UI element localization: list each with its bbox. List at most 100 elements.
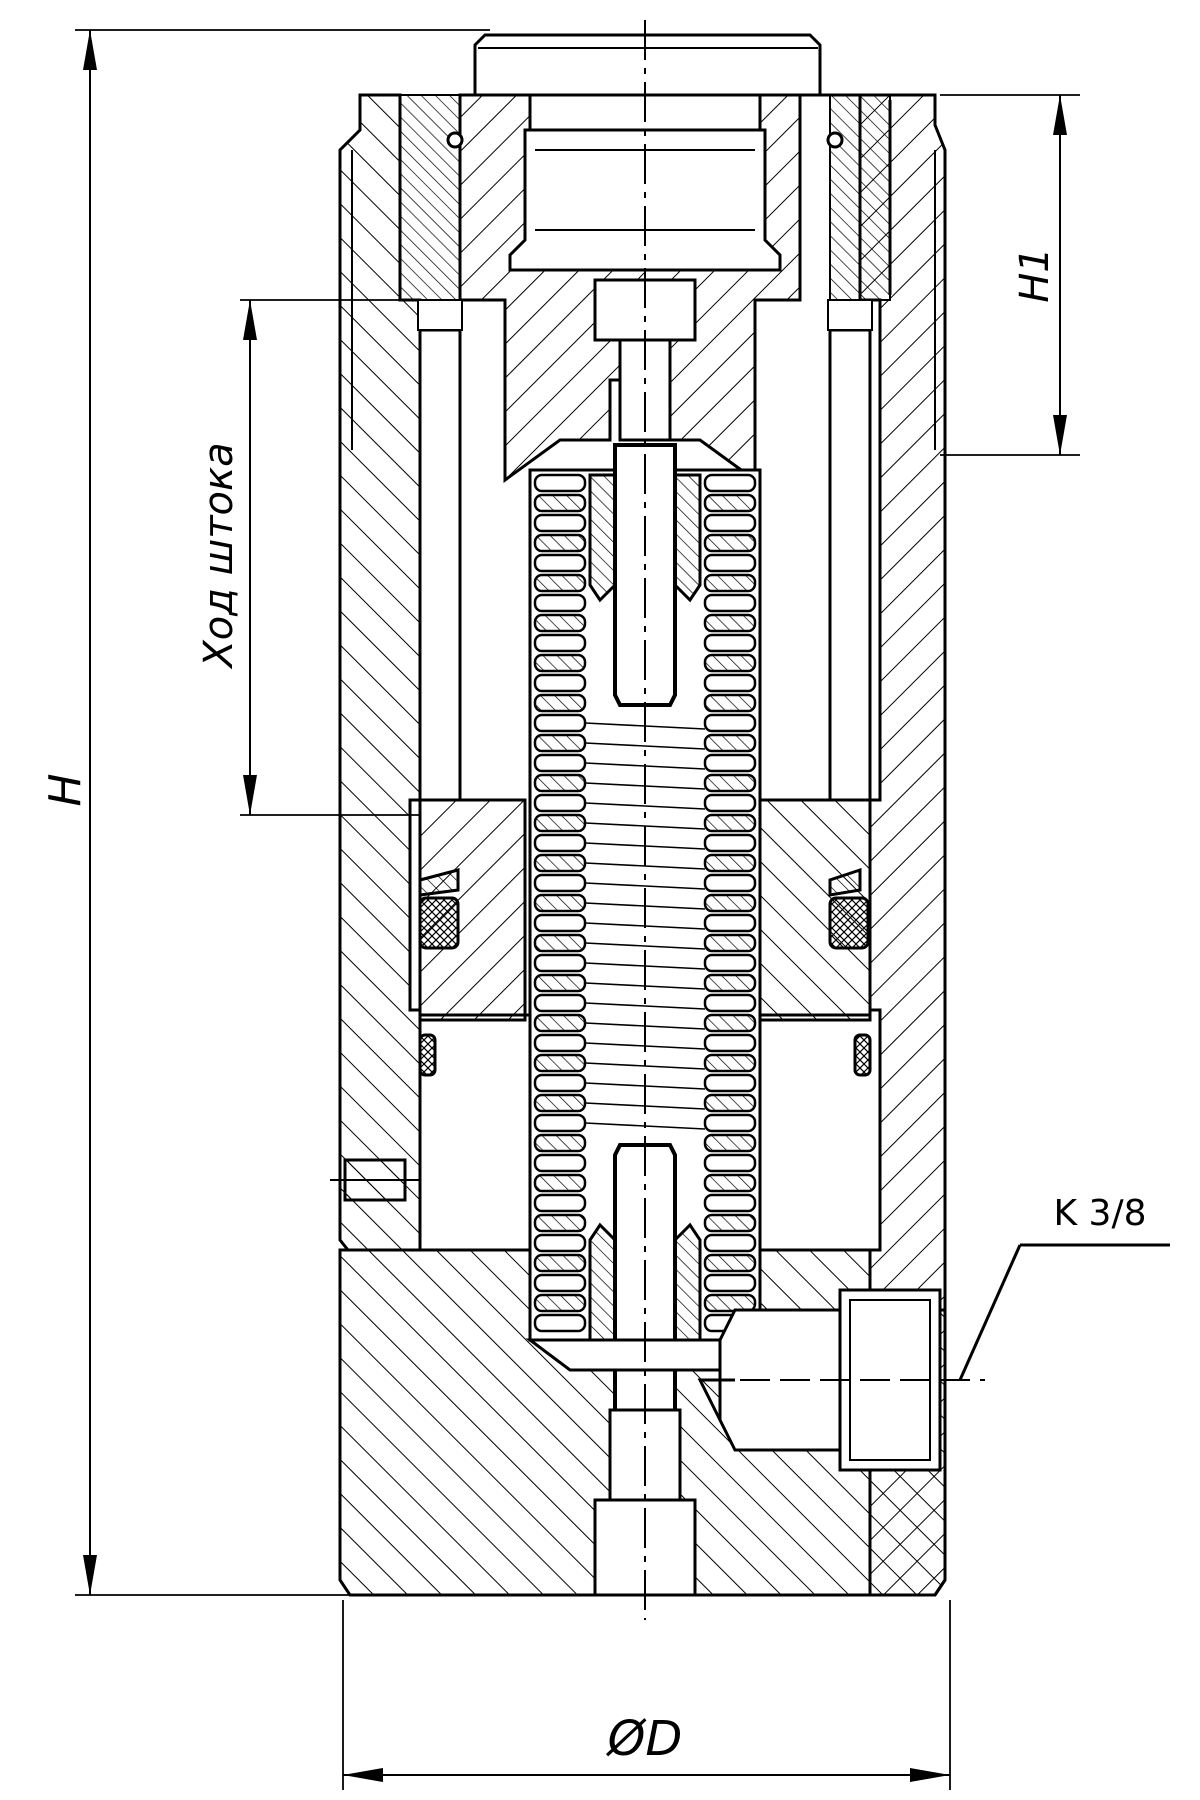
spring-coil [533, 1013, 587, 1033]
spring-coil [533, 673, 587, 693]
spring-coil [533, 773, 587, 793]
spring-coil [533, 733, 587, 753]
spring-coil [703, 833, 757, 853]
spring-coil [533, 1153, 587, 1173]
stroke-cavities [398, 94, 892, 802]
spring-coil [533, 1193, 587, 1213]
port-label: K 3/8 [1054, 1193, 1147, 1234]
dimension-overall-height: H [40, 29, 490, 1596]
top-cap [473, 33, 822, 272]
spring-coil [703, 693, 757, 713]
spring-coil [703, 553, 757, 573]
spring-coil [703, 633, 757, 653]
overall-height-label: H [40, 773, 91, 806]
spring-coil [533, 613, 587, 633]
spring-coil [533, 953, 587, 973]
spring-coil-back [584, 802, 706, 810]
spring-coil [533, 1093, 587, 1113]
spring-coil [533, 1113, 587, 1133]
spring-coil [533, 1073, 587, 1093]
spring-coil [703, 573, 757, 593]
spring-coil [703, 1233, 757, 1253]
spring-coil [533, 633, 587, 653]
spring-coil [533, 513, 587, 533]
spring-coil [533, 1313, 587, 1333]
spring-coil [703, 513, 757, 533]
spring-coil [533, 1273, 587, 1293]
spring-coil [533, 1133, 587, 1153]
spring-coil [533, 473, 587, 493]
spring-coil [703, 593, 757, 613]
spring-coil [703, 653, 757, 673]
port-fitting [697, 1288, 985, 1472]
spring-coil [703, 1293, 757, 1313]
spring-coil [533, 1033, 587, 1053]
spring-coil [533, 533, 587, 553]
spring-coil [533, 573, 587, 593]
spring-coil [533, 873, 587, 893]
spring-coil [703, 733, 757, 753]
spring-coil [533, 1293, 587, 1313]
spring-coil [703, 533, 757, 553]
spring-coil-back [584, 1002, 706, 1010]
spring-coil [703, 1213, 757, 1233]
spring-coils-left [533, 473, 587, 1333]
spring-coil [703, 973, 757, 993]
dimension-stroke: Ход штока [196, 299, 420, 816]
side-vent-plug [330, 1158, 420, 1202]
spring-coil [703, 873, 757, 893]
spring-coil [703, 853, 757, 873]
spring-coil [533, 753, 587, 773]
spring-coil [703, 813, 757, 833]
spring-coil [703, 1193, 757, 1213]
spring-coil [533, 813, 587, 833]
spring-coil [533, 833, 587, 853]
spring-coil-back [584, 742, 706, 750]
spring-coil [703, 1113, 757, 1133]
spring-coil [703, 673, 757, 693]
spring-coil-back [584, 882, 706, 890]
spring-coil [533, 853, 587, 873]
spring-coil [533, 493, 587, 513]
spring-coil [533, 973, 587, 993]
seals [418, 131, 872, 1077]
spring-coil [703, 753, 757, 773]
spring-coil [533, 553, 587, 573]
spring-coil [703, 473, 757, 493]
dimension-diameter: ØD [342, 1600, 951, 1790]
spring-coil [703, 1053, 757, 1073]
spring-coil [533, 653, 587, 673]
dimension-top-height: H1 [940, 94, 1080, 456]
spring-coil [703, 1093, 757, 1113]
spring-coil [533, 593, 587, 613]
spring-coil [703, 1173, 757, 1193]
spring-coil [703, 1273, 757, 1293]
spring-coil [703, 1153, 757, 1173]
spring-coil [703, 773, 757, 793]
spring-coil [533, 1173, 587, 1193]
spring-coil [533, 893, 587, 913]
spring-coil [703, 953, 757, 973]
spring-coil [703, 1073, 757, 1093]
spring-coil [533, 933, 587, 953]
lower-bolt [525, 1143, 765, 1597]
spring-coil [703, 793, 757, 813]
spring-coil [533, 1253, 587, 1273]
spring-coil [533, 993, 587, 1013]
spring-coil-back [584, 942, 706, 950]
spring-coil [533, 713, 587, 733]
spring-coil [703, 933, 757, 953]
spring-coil [533, 1053, 587, 1073]
spring-coil [703, 1253, 757, 1273]
spring-coil [703, 993, 757, 1013]
top-height-label: H1 [1012, 247, 1058, 303]
spring-coil [703, 613, 757, 633]
spring-coil [533, 793, 587, 813]
port-leader: K 3/8 [958, 1193, 1170, 1381]
spring-coil [703, 893, 757, 913]
spring-coil [703, 713, 757, 733]
spring-coil [533, 693, 587, 713]
spring-coil [703, 493, 757, 513]
spring-coil [703, 1033, 757, 1053]
